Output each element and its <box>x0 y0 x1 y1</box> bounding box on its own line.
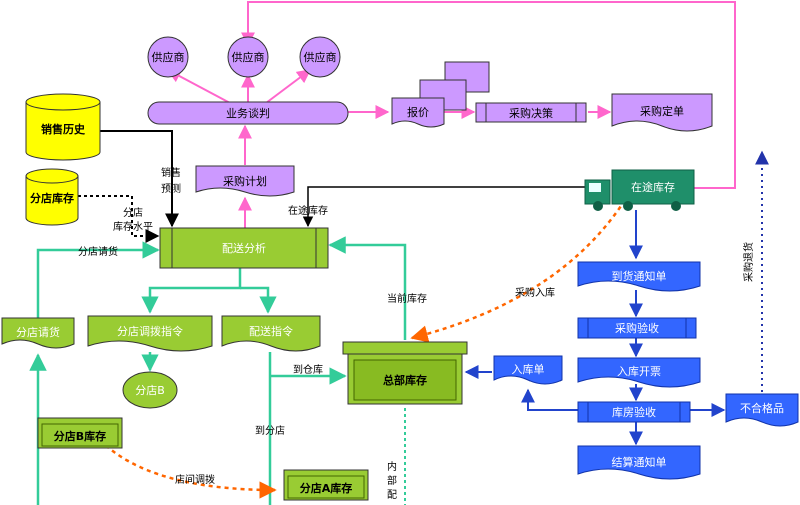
warehouse-inspection-box: 库房验收 <box>577 401 691 423</box>
truck-label: 在途库存 <box>631 180 675 194</box>
store-b-inventory-label: 分店B库存 <box>54 429 106 443</box>
purchase-inspection-box: 采购验收 <box>577 317 697 339</box>
warehouse-inspection-label: 库房验收 <box>612 405 656 419</box>
analysis-split-line <box>141 268 242 314</box>
purchase-inbound-line <box>410 199 627 343</box>
inter-store-transfer-label: 店间调拨 <box>175 473 215 486</box>
quote-label: 报价 <box>407 105 429 119</box>
in-transit-label: 在途库存 <box>288 204 328 217</box>
internal-delivery-label-1: 内 <box>387 460 397 473</box>
to-store-label: 到分店 <box>255 424 285 437</box>
supplier-label: 供应商 <box>304 50 337 64</box>
hq-inventory-box: 总部库存 <box>342 341 468 405</box>
supplier-label: 供应商 <box>232 50 265 64</box>
purchase-decision-box: 采购决策 <box>475 102 587 123</box>
inbound-invoice-doc: 入库开票 <box>577 357 701 388</box>
negotiation-to-supplier-3 <box>265 69 312 104</box>
nonconforming-doc: 不合格品 <box>725 393 799 427</box>
purchase-order-doc: 采购定单 <box>611 93 713 132</box>
store-inventory-db: 分店库存 <box>25 168 79 226</box>
truck-icon: 在途库存 <box>584 169 695 211</box>
to-warehouse-label: 到仓库 <box>293 363 323 376</box>
purchase-return-label: 采购退货 <box>742 242 755 282</box>
purchase-inbound-label: 采购入库 <box>515 286 555 299</box>
quote-documents: 报价 <box>391 61 490 128</box>
purchase-plan-doc: 采购计划 <box>195 165 295 197</box>
negotiation-label: 业务谈判 <box>226 107 270 120</box>
delivery-order-label: 配送指令 <box>249 324 293 338</box>
inbound-invoice-label: 入库开票 <box>617 365 661 378</box>
in-transit-line <box>302 186 585 228</box>
nonconforming-label: 不合格品 <box>740 401 784 415</box>
sales-forecast-label-2: 预测 <box>161 182 181 195</box>
arrival-notice-label: 到货通知单 <box>612 269 667 283</box>
transfer-order-doc: 分店调拨指令 <box>87 315 213 352</box>
supplier-node-1: 供应商 <box>147 36 189 78</box>
inter-store-transfer-line <box>99 439 277 499</box>
internal-delivery-label-2: 部 <box>387 474 397 487</box>
sales-history-db: 销售历史 <box>25 93 101 161</box>
delivery-order-doc: 配送指令 <box>221 315 321 352</box>
store-request-line <box>36 241 160 320</box>
distribution-analysis-label: 配送分析 <box>222 241 266 255</box>
purchase-decision-label: 采购决策 <box>509 106 553 120</box>
negotiation-to-supplier-1 <box>166 69 231 104</box>
warehouse-to-slip-line <box>521 388 578 411</box>
purchase-plan-label: 采购计划 <box>223 174 267 188</box>
return-loop-line <box>241 1 736 189</box>
store-a-inventory-label: 分店A库存 <box>300 481 353 495</box>
inbound-slip-label: 入库单 <box>512 363 545 376</box>
supplier-label: 供应商 <box>152 50 185 64</box>
current-inventory-line <box>328 236 407 340</box>
store-request-doc: 分店请货 <box>1 317 75 349</box>
store-level-label-2: 库存水平 <box>113 220 153 233</box>
purchase-order-label: 采购定单 <box>640 104 684 118</box>
distribution-analysis-box: 配送分析 <box>159 227 329 269</box>
negotiation-box: 业务谈判 <box>147 101 349 125</box>
purchase-inspection-label: 采购验收 <box>615 321 659 335</box>
store-request-doc-label: 分店请货 <box>16 325 60 339</box>
store-b-label: 分店B <box>135 383 165 397</box>
store-inventory-label: 分店库存 <box>30 191 74 205</box>
store-request-label: 分店请货 <box>78 245 118 258</box>
analysis-to-delivery-line <box>240 286 277 314</box>
current-inventory-label: 当前库存 <box>387 292 427 305</box>
supplier-node-2: 供应商 <box>227 36 269 78</box>
transfer-order-label: 分店调拨指令 <box>117 324 183 338</box>
arrival-notice-doc: 到货通知单 <box>577 261 701 292</box>
settlement-notice-label: 结算通知单 <box>612 455 667 469</box>
inbound-slip-doc: 入库单 <box>493 355 563 385</box>
sales-forecast-label-1: 销售 <box>161 166 181 179</box>
store-b-node: 分店B <box>122 371 178 409</box>
store-b-inventory-box: 分店B库存 <box>37 417 123 449</box>
sales-history-line <box>100 130 179 228</box>
hq-inventory-label: 总部库存 <box>383 373 427 387</box>
store-level-label-1: 分店 <box>123 206 143 219</box>
store-level-line <box>78 195 160 243</box>
store-a-inventory-box: 分店A库存 <box>283 469 369 501</box>
supplier-node-3: 供应商 <box>299 36 341 78</box>
settlement-notice-doc: 结算通知单 <box>577 445 701 480</box>
sales-history-label: 销售历史 <box>41 122 86 136</box>
internal-delivery-label-3: 配 <box>387 489 397 501</box>
